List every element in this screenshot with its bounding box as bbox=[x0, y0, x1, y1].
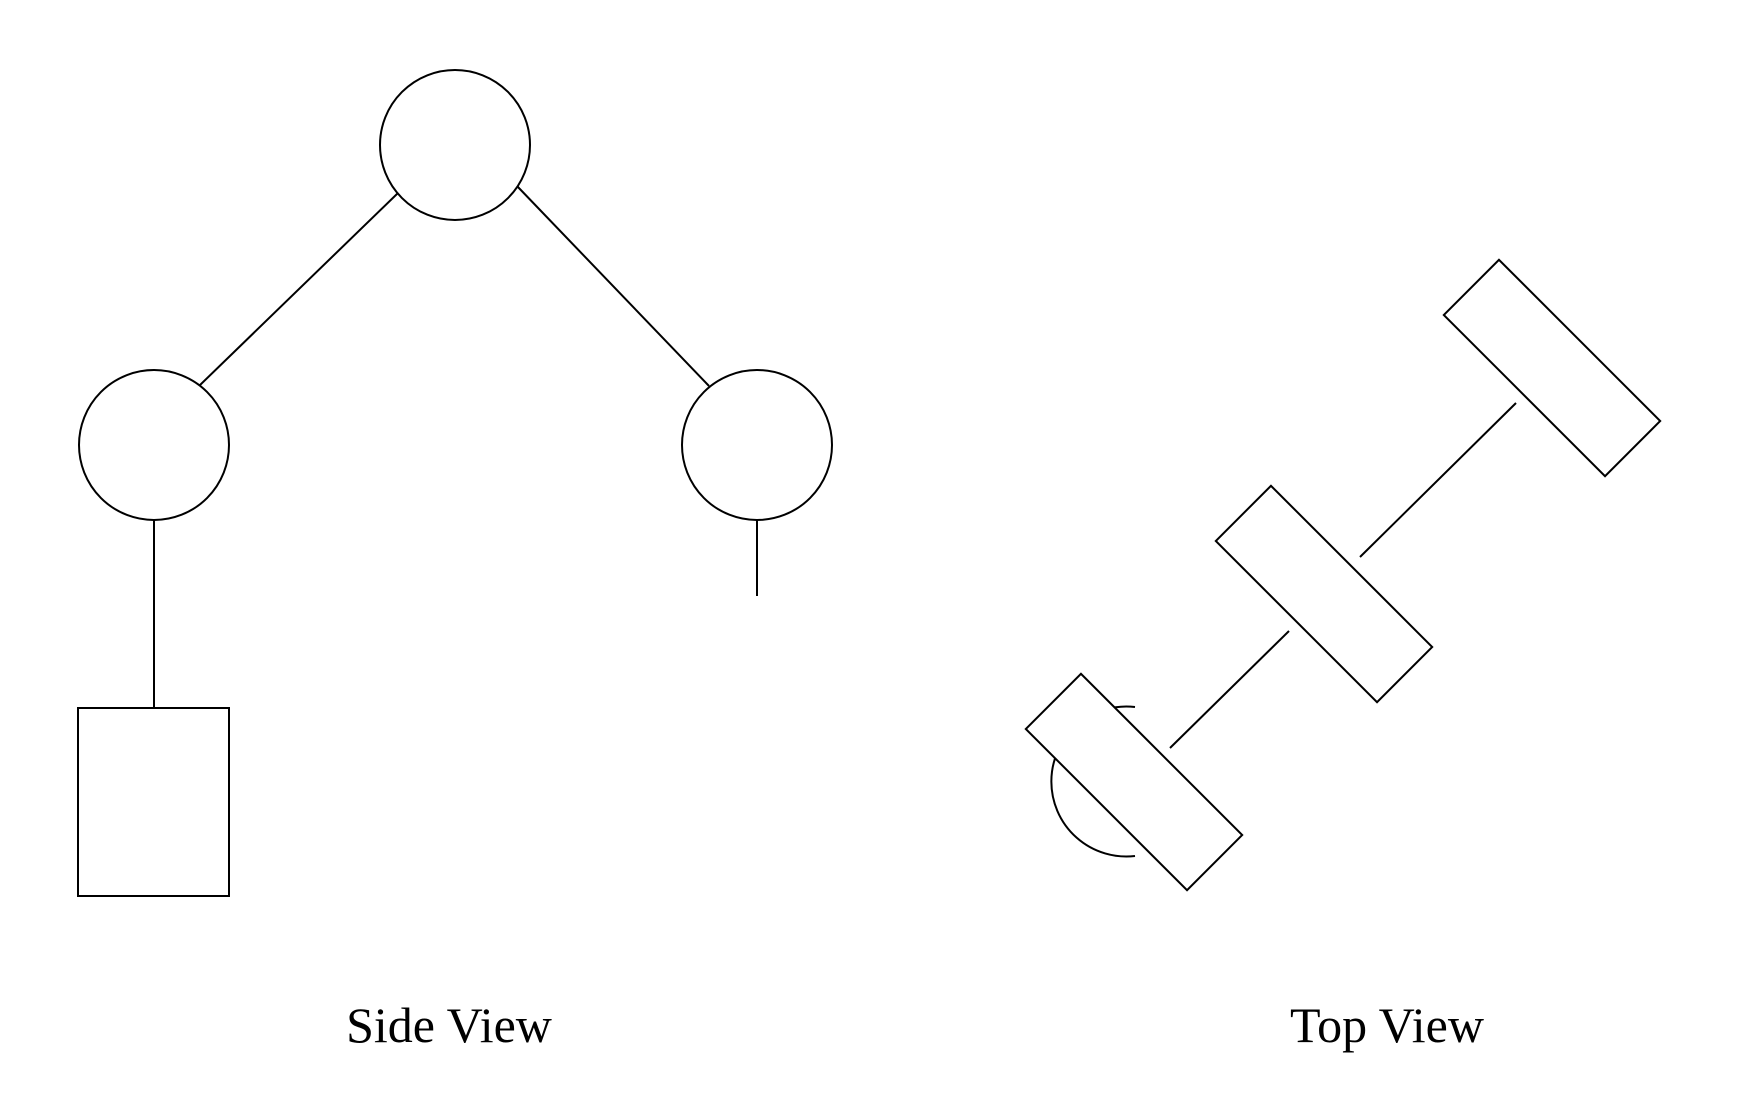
top-view-lower-rectangle bbox=[1024, 672, 1244, 892]
side-view-left-link bbox=[198, 192, 399, 387]
side-view-right-link bbox=[516, 185, 710, 387]
side-view-top-joint-circle bbox=[379, 69, 531, 221]
top-view-caption: Top View bbox=[1290, 997, 1484, 1053]
side-view-left-joint-circle bbox=[78, 369, 230, 521]
side-view-diagram bbox=[77, 69, 833, 897]
top-view-upper-connector bbox=[1359, 402, 1517, 558]
side-view-caption: Side View bbox=[346, 997, 552, 1053]
side-view-base-box bbox=[77, 707, 230, 897]
side-view-right-joint-circle bbox=[681, 369, 833, 521]
top-view-diagram bbox=[1024, 258, 1662, 892]
top-view-lower-connector bbox=[1169, 630, 1290, 749]
top-view-middle-rectangle bbox=[1214, 484, 1434, 704]
top-view-upper-rectangle bbox=[1442, 258, 1662, 478]
